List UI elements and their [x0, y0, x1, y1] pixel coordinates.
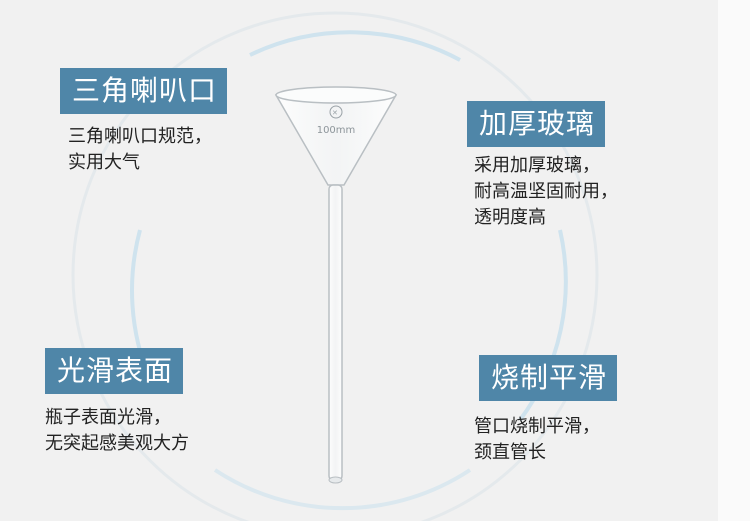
feature-3-line-1: 瓶子表面光滑， — [45, 407, 171, 428]
feature-2-line-1: 采用加厚玻璃， — [474, 155, 600, 176]
feature-desc-4: 管口烧制平滑， 颈直管长 — [474, 414, 600, 466]
funnel-cone — [274, 88, 398, 186]
glass-logo-icon — [329, 105, 343, 119]
glass-logo-mark: ✕ — [332, 109, 338, 117]
feature-title-1: 三角喇叭口 — [60, 68, 228, 114]
feature-4-line-2: 颈直管长 — [474, 442, 546, 463]
feature-2-line-3: 透明度高 — [474, 207, 546, 228]
feature-desc-1: 三角喇叭口规范， 实用大气 — [68, 124, 212, 176]
feature-desc-2: 采用加厚玻璃， 耐高温坚固耐用， 透明度高 — [474, 153, 618, 231]
feature-1-line-1: 三角喇叭口规范， — [68, 126, 212, 147]
feature-1-line-2: 实用大气 — [68, 152, 140, 173]
feature-3-line-2: 无突起感美观大方 — [45, 433, 189, 454]
ring-arc-top — [249, 30, 461, 62]
feature-2-line-2: 耐高温坚固耐用， — [474, 181, 618, 202]
feature-title-3: 光滑表面 — [45, 348, 184, 394]
outer-ring — [71, 11, 599, 521]
feature-title-4: 烧制平滑 — [479, 355, 618, 401]
feature-4-line-1: 管口烧制平滑， — [474, 416, 600, 437]
funnel-marking: 100mm — [317, 125, 356, 136]
feature-desc-3: 瓶子表面光滑， 无突起感美观大方 — [45, 405, 189, 457]
funnel-stem — [328, 184, 343, 481]
background-strip — [718, 0, 750, 521]
feature-title-2: 加厚玻璃 — [467, 101, 606, 147]
ring-arc-bottom — [213, 468, 472, 511]
stem-tip — [328, 476, 343, 484]
funnel-rim — [275, 86, 397, 104]
